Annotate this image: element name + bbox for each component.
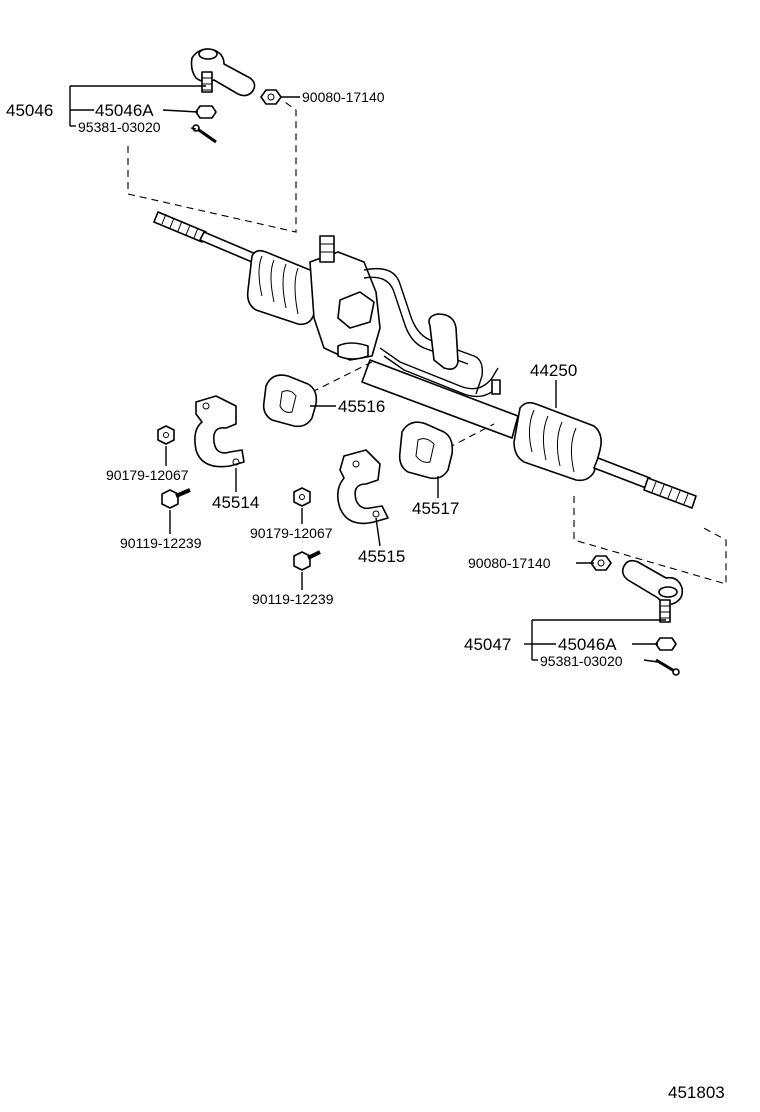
label-45517: 45517	[412, 499, 459, 518]
label-95381-03020-lh: 95381-03020	[78, 119, 161, 135]
bracket-lh-drawing	[194, 395, 245, 468]
diagram-id: 451803	[668, 1083, 725, 1102]
label-45515: 45515	[358, 547, 405, 566]
lock-nut-lh	[260, 89, 282, 105]
label-45047: 45047	[464, 635, 511, 654]
grommet-rh-drawing	[398, 421, 454, 480]
cotter-pin-rh	[655, 658, 680, 676]
bolt-rh	[293, 550, 321, 571]
label-90080-17140-lh: 90080-17140	[302, 89, 385, 105]
label-45046: 45046	[6, 101, 53, 120]
leader-lines-45046	[69, 85, 300, 130]
label-90119-12239-lh: 90119-12239	[120, 535, 202, 551]
label-45046a-rh: 45046A	[558, 635, 617, 654]
link-line-grommet-rh	[447, 423, 495, 449]
cotter-pin-lh	[192, 124, 217, 144]
flange-nut-lh	[157, 425, 175, 445]
link-line-lh-1	[127, 99, 297, 233]
castle-nut-rh	[655, 637, 677, 651]
label-95381-03020-rh: 95381-03020	[540, 653, 623, 669]
label-44250: 44250	[530, 361, 577, 380]
flange-nut-rh	[293, 487, 311, 507]
label-45514: 45514	[212, 493, 259, 512]
label-45046a-lh: 45046A	[95, 101, 154, 120]
label-90080-17140-rh: 90080-17140	[468, 555, 551, 571]
leader-lines	[165, 380, 666, 663]
rack-assembly-drawing	[153, 211, 697, 509]
tie-rod-end-lh-drawing	[190, 48, 256, 97]
castle-nut-lh	[195, 105, 217, 119]
bolt-lh	[161, 488, 191, 509]
bracket-rh-drawing	[336, 449, 389, 525]
tie-rod-end-rh-drawing	[621, 559, 684, 623]
link-line-rh-1	[573, 496, 727, 585]
label-90179-12067-rh: 90179-12067	[250, 525, 333, 541]
grommet-lh-drawing	[262, 374, 318, 428]
label-90119-12239-rh: 90119-12239	[252, 591, 334, 607]
label-45516: 45516	[338, 397, 385, 416]
label-90179-12067-lh: 90179-12067	[106, 467, 189, 483]
